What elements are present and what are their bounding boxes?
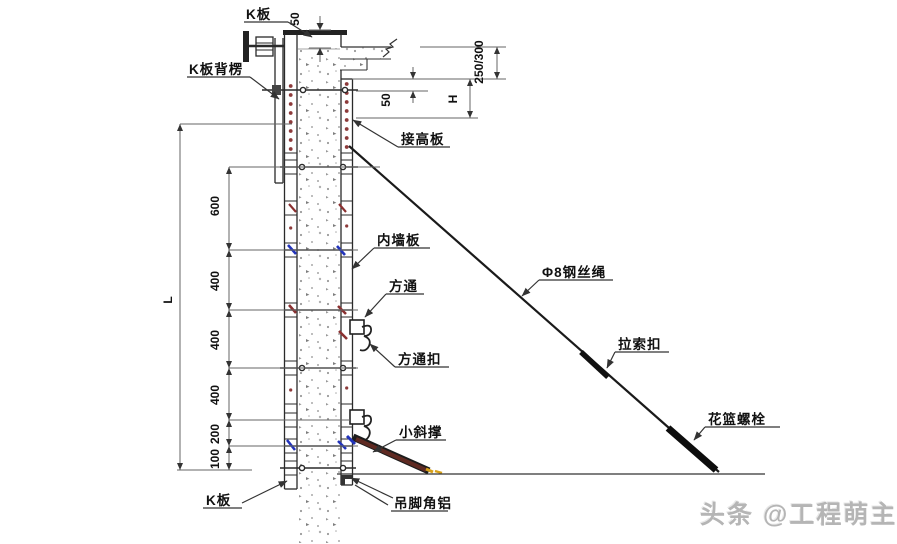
svg-text:Φ8钢丝绳: Φ8钢丝绳 [542, 264, 606, 280]
dim-600: 600 [208, 196, 222, 216]
label-fang-tong: 方通 [364, 278, 424, 318]
dim-L: L [161, 296, 175, 303]
watermark: 头条 @工程萌主 [700, 501, 897, 529]
label-xiao-xie-cheng: 小斜撑 [372, 424, 446, 453]
svg-text:小斜撑: 小斜撑 [399, 424, 443, 440]
svg-text:K板: K板 [206, 492, 231, 508]
label-jie-gao-ban: 接高板 [352, 119, 450, 148]
floor-slab [298, 38, 398, 71]
dimensions-right: 250/300 50 H [352, 40, 506, 119]
svg-text:K板: K板 [246, 6, 271, 22]
svg-text:花篮螺栓: 花篮螺栓 [708, 411, 766, 427]
dim-top-50: 50 [288, 12, 302, 26]
svg-text:方通扣: 方通扣 [398, 351, 442, 367]
dim-400-1: 400 [208, 271, 222, 291]
svg-text:拉索扣: 拉索扣 [618, 336, 662, 352]
dim-200: 200 [208, 424, 222, 444]
svg-text:内墙板: 内墙板 [377, 232, 421, 248]
label-phi8-cable: Φ8钢丝绳 [521, 264, 613, 297]
k-board-waler [274, 38, 284, 184]
svg-text:方通: 方通 [389, 278, 418, 294]
svg-text:接高板: 接高板 [401, 131, 445, 147]
tube-buckle-hook [359, 414, 372, 442]
square-tube-lower [349, 409, 372, 442]
labels: K板 K板背楞 接高板 内墙板 方通 方通扣 [187, 6, 780, 512]
svg-text:吊脚角铝: 吊脚角铝 [394, 495, 452, 511]
dim-slab-thickness: 250/300 [472, 40, 486, 84]
tie-rod [262, 85, 358, 95]
label-diao-jiao-jiao-lv: 吊脚角铝 [350, 477, 452, 512]
raise-board-pins [344, 82, 349, 390]
tie-rod [280, 464, 356, 472]
label-k-ban-bottom: K板 [203, 480, 288, 509]
svg-text:K板背楞: K板背楞 [189, 61, 243, 77]
dimension-top-50: 50 [288, 12, 331, 62]
concrete-wall [298, 48, 340, 543]
foot-angle-aluminum [341, 475, 352, 485]
label-fang-tong-kou: 方通扣 [369, 343, 449, 368]
dim-H: H [446, 95, 460, 104]
square-tube-upper [338, 319, 372, 352]
top-cap-plate [283, 30, 347, 35]
dimension-L: L [161, 123, 292, 470]
red-panel-ticks [288, 203, 347, 213]
left-panel-joints [284, 152, 297, 476]
steel-cable [348, 145, 720, 473]
top-clamp [243, 31, 284, 62]
label-k-ban-beileng: K板背楞 [187, 61, 280, 100]
label-nei-qiang-ban: 内墙板 [351, 232, 430, 270]
cable-buckle [579, 349, 610, 380]
left-formwork [243, 30, 347, 490]
dim-right-50: 50 [379, 93, 393, 107]
label-hua-lan-luo-shuan: 花篮螺栓 [693, 411, 780, 441]
chain-arrows [226, 167, 232, 470]
dim-400-2: 400 [208, 330, 222, 350]
dimension-chain-left: 600 400 400 400 200 100 [177, 166, 380, 471]
turnbuckle [665, 425, 719, 473]
label-la-suo-kou: 拉索扣 [606, 336, 669, 369]
tube-buckle-hook [359, 324, 372, 352]
dim-400-3: 400 [208, 385, 222, 405]
label-k-ban-top: K板 [244, 6, 313, 38]
square-tube-brackets [338, 319, 372, 442]
diagonal-brace [345, 433, 443, 475]
dim-100: 100 [208, 449, 222, 469]
slab-break-line [382, 38, 398, 58]
k-board-pins [288, 84, 293, 392]
right-panel-joints [341, 152, 353, 462]
